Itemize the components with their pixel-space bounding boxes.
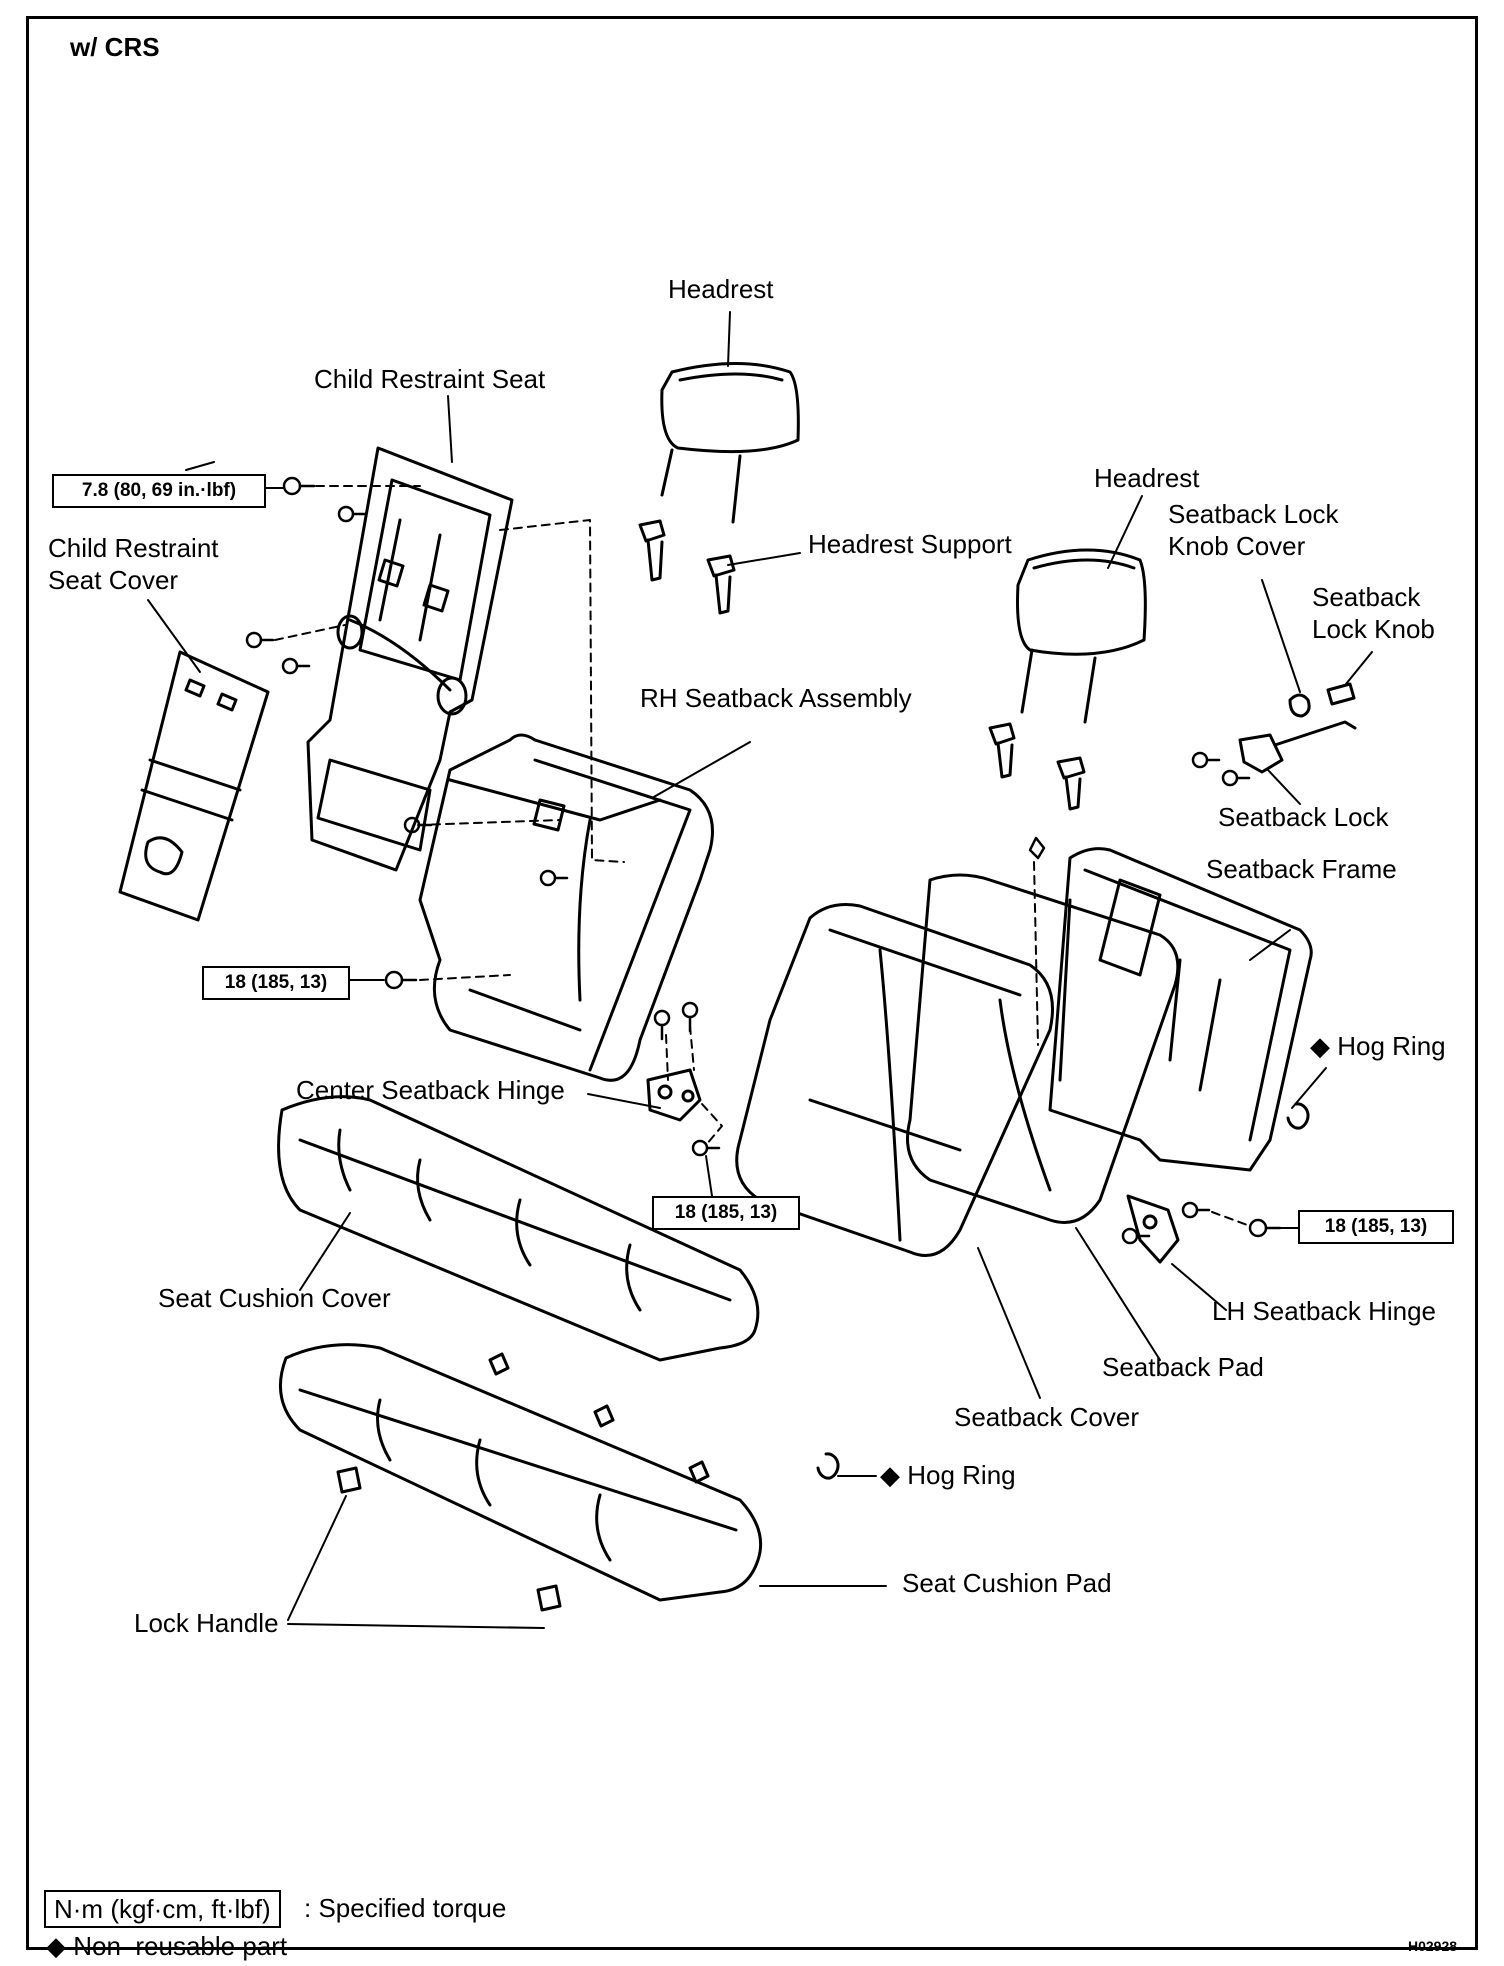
diamond-symbol: ◆ xyxy=(46,1931,66,1961)
label-seatback-lock-knob-cover-1: Seatback Lock xyxy=(1168,499,1339,529)
label-seatback-lock-knob-2: Lock Knob xyxy=(1312,614,1435,644)
label-headrest-support: Headrest Support xyxy=(808,529,1012,559)
label-headrest-rh: Headrest xyxy=(668,274,774,304)
seatback-lock xyxy=(1238,720,1357,774)
label-lh-seatback-hinge: LH Seatback Hinge xyxy=(1212,1296,1437,1326)
headrest-support-rh xyxy=(638,519,736,615)
label-child-restraint-seat: Child Restraint Seat xyxy=(314,364,546,394)
hog-ring-lower-text: Hog Ring xyxy=(907,1460,1016,1490)
label-seatback-frame: Seatback Frame xyxy=(1206,854,1397,884)
label-seatback-cover: Seatback Cover xyxy=(954,1402,1139,1432)
headrest-rh xyxy=(660,362,800,524)
hog-ring-upper-text: Hog Ring xyxy=(1337,1031,1446,1061)
lock-handle-parts xyxy=(336,1466,562,1612)
label-rh-seatback-assembly: RH Seatback Assembly xyxy=(640,683,912,713)
variant-title: w/ CRS xyxy=(70,32,160,62)
label-child-restraint-seat-cover-2: Seat Cover xyxy=(48,565,179,595)
headrest-lh xyxy=(1016,548,1147,724)
label-seat-cushion-cover: Seat Cushion Cover xyxy=(158,1283,391,1313)
dashed-guides xyxy=(274,485,1251,1227)
diamond-symbol: ◆ xyxy=(880,1460,900,1490)
label-seatback-lock-knob-cover-2: Knob Cover xyxy=(1168,531,1306,561)
bolts xyxy=(245,476,1282,1245)
torque-box-lh-hinge: 18 (185, 13) xyxy=(1298,1210,1454,1244)
child-restraint-seat-cover xyxy=(118,650,270,922)
label-center-seatback-hinge: Center Seatback Hinge xyxy=(296,1075,565,1105)
seatback-cover xyxy=(735,903,1054,1257)
label-seatback-pad: Seatback Pad xyxy=(1102,1352,1264,1382)
leader-lines xyxy=(147,311,1373,1629)
torque-box-crs: 7.8 (80, 69 in.·lbf) xyxy=(52,474,266,508)
seat-cushion-pad xyxy=(279,1343,763,1602)
legend-torque-desc: : Specified torque xyxy=(304,1893,507,1923)
label-seatback-lock-knob-1: Seatback xyxy=(1312,582,1421,612)
headrest-support-lh xyxy=(988,722,1086,811)
seatback-lock-knob xyxy=(1288,682,1356,718)
seatback-pad xyxy=(906,873,1180,1224)
label-hog-ring-upper: ◆ Hog Ring xyxy=(1310,1031,1446,1061)
label-hog-ring-lower: ◆ Hog Ring xyxy=(880,1460,1016,1490)
label-seatback-lock: Seatback Lock xyxy=(1218,802,1389,832)
label-headrest-lh: Headrest xyxy=(1094,463,1200,493)
rh-seatback-assembly xyxy=(418,733,714,1082)
seat-cushion-cover xyxy=(277,1095,760,1362)
hog-ring-parts xyxy=(816,1102,1310,1480)
label-seat-cushion-pad: Seat Cushion Pad xyxy=(902,1568,1112,1598)
figure-code: H02928 xyxy=(1408,1938,1458,1954)
center-seatback-hinge xyxy=(646,1068,702,1122)
seatback-frame xyxy=(1048,847,1313,1172)
torque-box-rh-seatback: 18 (185, 13) xyxy=(202,966,350,1000)
label-lock-handle: Lock Handle xyxy=(134,1608,279,1638)
torque-box-center-hinge: 18 (185, 13) xyxy=(652,1196,800,1230)
lh-seatback-hinge xyxy=(1126,1194,1180,1264)
child-restraint-seat xyxy=(306,446,514,872)
label-child-restraint-seat-cover-1: Child Restraint xyxy=(48,533,219,563)
legend-non-reusable: ◆ Non–reusable part xyxy=(46,1931,287,1961)
legend-torque-unit-box: N·m (kgf·cm, ft·lbf) xyxy=(44,1890,281,1928)
diagram-frame xyxy=(26,16,1478,1950)
diamond-symbol: ◆ xyxy=(1310,1031,1330,1061)
legend-non-reusable-text: Non–reusable part xyxy=(73,1931,288,1961)
